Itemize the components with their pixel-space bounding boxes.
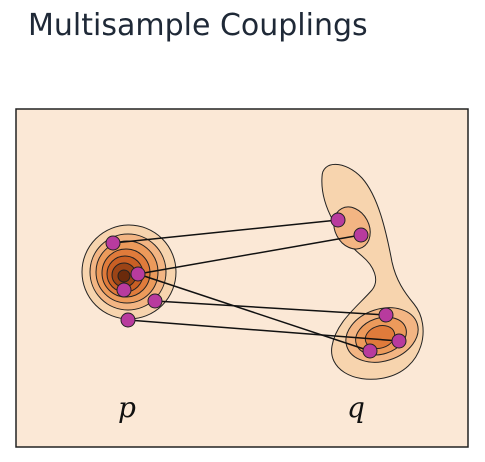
coupling-links [112, 219, 400, 352]
coupling-link [127, 319, 400, 342]
coupling-link [137, 234, 362, 275]
label-p: p [118, 391, 136, 424]
sample-point [330, 212, 346, 228]
coupling-link [112, 219, 339, 244]
coupling-link [154, 300, 387, 316]
page-title: Multisample Couplings [28, 8, 368, 43]
sample-point [353, 227, 369, 243]
sample-point [362, 343, 378, 359]
samples-p [105, 235, 163, 328]
coupling-link [137, 273, 371, 352]
sample-point [391, 333, 407, 349]
distribution-p [81, 224, 177, 320]
label-q: q [347, 391, 365, 424]
sample-point [147, 293, 163, 309]
sample-point [105, 235, 121, 251]
sample-point [120, 312, 136, 328]
sample-point [130, 266, 146, 282]
samples-q [330, 212, 407, 359]
sample-point [116, 282, 132, 298]
sample-point [378, 307, 394, 323]
